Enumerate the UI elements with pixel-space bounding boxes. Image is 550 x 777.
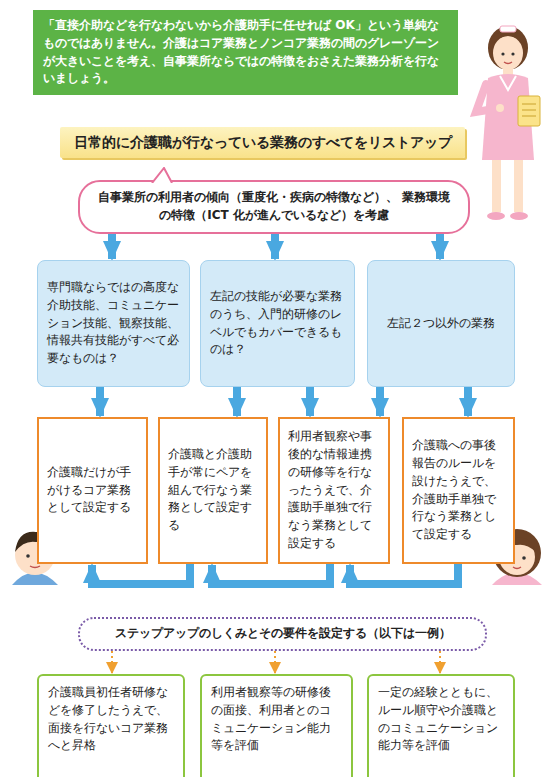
speech-bubble: 自事業所の利用者の傾向（重度化・疾病の特徴など）、 業務環境の特徴（ICT 化が… xyxy=(78,180,470,234)
result-box: 利用者観察や事後的な情報連携の研修等を行なったうえで、介護助手単独で行なう業務と… xyxy=(278,417,390,564)
intro-box: 「直接介助などを行なわないから介護助手に任せれば OK」という単純なものではあり… xyxy=(33,10,458,95)
result-box: 介護職だけが手がけるコア業務として設定する xyxy=(37,417,148,564)
flow-arrow xyxy=(271,234,279,259)
box-text: 自事業所の利用者の傾向（重度化・疾病の特徴など）、 業務環境の特徴（ICT 化が… xyxy=(96,189,452,225)
box-text: 左記の技能が必要な業務のうち、入門的研修のレベルでもカバーできるものは？ xyxy=(210,288,345,359)
requirement-box: 一定の経験とともに、ルール順守や介護職とのコミュニケーション能力等を評価 xyxy=(367,674,515,777)
box-text: 介護職員初任者研修などを修了したうえで、面接を行ないコア業務へと昇格 xyxy=(48,684,174,755)
box-text: 専門職ならではの高度な介助技能、コミュニケーション技能、観察技能、情報共有技能が… xyxy=(47,279,180,368)
flow-arrow xyxy=(92,564,190,584)
flow-arrow xyxy=(376,387,384,416)
question-box: 左記の技能が必要な業務のうち、入門的研修のレベルでもカバーできるものは？ xyxy=(200,260,355,387)
flow-arrow xyxy=(464,387,472,416)
box-text: 介護職への事後報告のルールを設けたうえで、介護助手単独で行なう業務として設定する xyxy=(412,437,505,544)
box-text: 利用者観察等の研修後の面接、利用者とのコミュニケーション能力等を評価 xyxy=(211,684,342,755)
flow-arrow xyxy=(350,564,458,584)
dotted-arrow xyxy=(274,651,276,673)
flow-arrow xyxy=(108,234,116,259)
question-box: 専門職ならではの高度な介助技能、コミュニケーション技能、観察技能、情報共有技能が… xyxy=(37,260,190,387)
flow-arrow xyxy=(233,387,241,416)
nurse-figure xyxy=(476,26,540,220)
box-text: ステップアップのしくみとその要件を設定する（以下は一例） xyxy=(92,625,473,643)
box-text: 介護職だけが手がけるコア業務として設定する xyxy=(47,464,138,517)
requirement-box: 利用者観察等の研修後の面接、利用者とのコミュニケーション能力等を評価 xyxy=(200,674,353,777)
flow-arrow xyxy=(306,387,314,416)
flow-arrow xyxy=(212,564,330,584)
requirement-box: 介護職員初任者研修などを修了したうえで、面接を行ないコア業務へと昇格 xyxy=(37,674,185,777)
question-box: 左記２つ以外の業務 xyxy=(367,260,515,387)
banner-band: 日常的に介護職が行なっている業務のすべてをリストアップ xyxy=(60,127,465,158)
flow-arrow xyxy=(436,234,444,259)
result-box: 介護職への事後報告のルールを設けたうえで、介護助手単独で行なう業務として設定する xyxy=(402,417,515,564)
result-box: 介護職と介護助手が常にペアを組んで行なう業務として設定する xyxy=(158,417,268,564)
bubble-tail xyxy=(150,167,174,183)
box-text: 利用者観察や事後的な情報連携の研修等を行なったうえで、介護助手単独で行なう業務と… xyxy=(288,428,380,552)
dotted-arrow xyxy=(111,651,113,673)
box-text: 介護職と介護助手が常にペアを組んで行なう業務として設定する xyxy=(168,446,258,535)
box-text: 日常的に介護職が行なっている業務のすべてをリストアップ xyxy=(70,132,455,153)
dotted-arrow xyxy=(439,651,441,673)
box-text: 一定の経験とともに、ルール順守や介護職とのコミュニケーション能力等を評価 xyxy=(378,684,504,755)
box-text: 左記２つ以外の業務 xyxy=(377,315,505,333)
flow-arrow xyxy=(96,387,104,416)
box-text: 「直接介助などを行なわないから介護助手に任せれば OK」という単純なものではあり… xyxy=(43,17,448,88)
stepup-box: ステップアップのしくみとその要件を設定する（以下は一例） xyxy=(78,617,487,651)
